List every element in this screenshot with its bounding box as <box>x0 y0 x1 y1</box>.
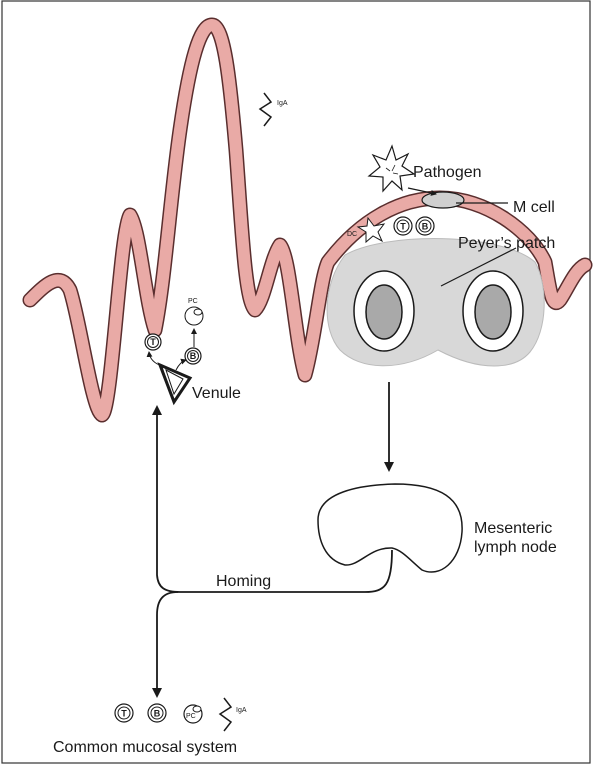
venule-vessel <box>160 365 190 402</box>
peyers-patch <box>327 239 544 366</box>
mesenteric-label: Mesenteric <box>474 520 552 537</box>
lymph-node-label: lymph node <box>474 539 557 556</box>
dc-label: DC <box>347 231 357 238</box>
b-letter: B <box>422 222 429 232</box>
b-letter-venule: B <box>190 351 197 361</box>
iga-antibody-bottom: IgA <box>220 698 247 731</box>
iga-label-bottom: IgA <box>236 707 247 714</box>
pc-label-bottom: PC <box>186 713 196 720</box>
peyers-patch-label: Peyer’s patch <box>458 235 555 252</box>
b-letter-mucosal: B <box>154 709 161 719</box>
venule-to-b-arrow <box>176 360 186 370</box>
b-cell-venule: B <box>185 348 201 364</box>
m-cell-label: M cell <box>513 199 555 216</box>
t-cell-mucosal: T <box>115 704 133 722</box>
plasma-cell-mucosal: PC <box>184 705 202 723</box>
homing-label: Homing <box>216 573 271 590</box>
pathogen-label: Pathogen <box>413 164 482 181</box>
b-cell-patch: B <box>416 217 434 235</box>
mesenteric-lymph-node <box>318 484 462 572</box>
germinal-center-left <box>366 285 402 339</box>
pc-label-top: PC <box>188 298 198 305</box>
t-cell-venule: T <box>145 334 161 350</box>
common-mucosal-label: Common mucosal system <box>53 739 237 756</box>
germinal-center-right <box>475 285 511 339</box>
t-cell-patch: T <box>394 217 412 235</box>
t-letter: T <box>400 222 406 232</box>
venule-label: Venule <box>192 385 241 402</box>
homing-to-mucosa-arrow <box>157 592 178 696</box>
iga-label-top: IgA <box>277 100 288 107</box>
iga-antibody-top: IgA <box>260 93 288 126</box>
plasma-cell-top: PC <box>185 298 203 325</box>
m-cell <box>422 192 464 208</box>
b-cell-mucosal: B <box>148 704 166 722</box>
t-letter-mucosal: T <box>121 709 127 719</box>
t-letter-venule: T <box>150 337 156 347</box>
